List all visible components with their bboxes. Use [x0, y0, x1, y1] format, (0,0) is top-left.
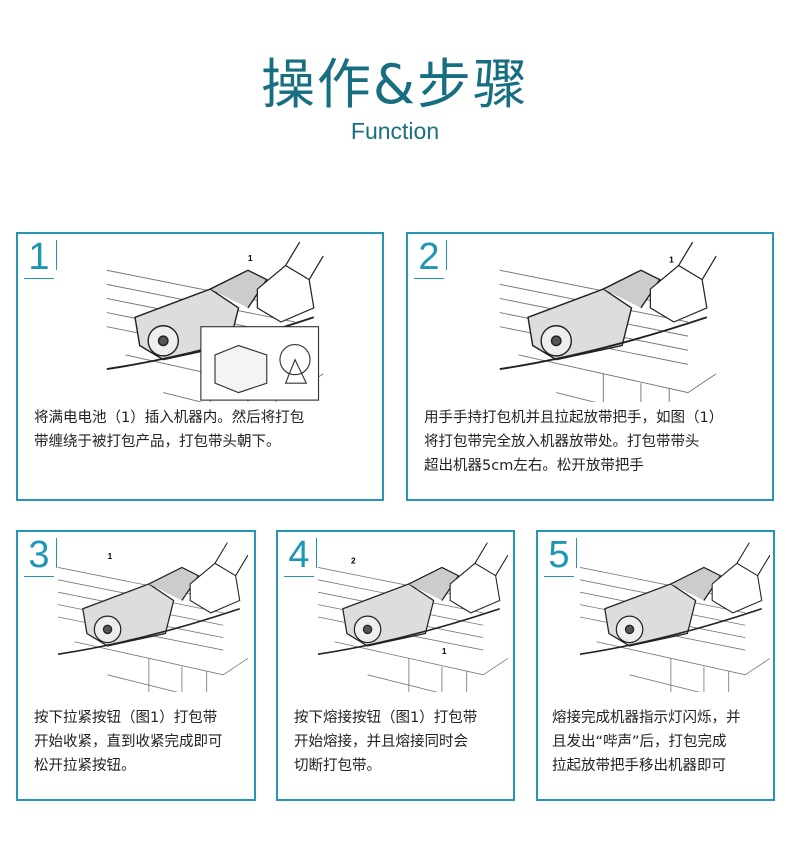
description-line: 拉起放带把手移出机器即可: [552, 758, 726, 774]
step-illustration: [580, 542, 770, 692]
step-description: 按下熔接按钮（图1）打包带 开始熔接，并且熔接同时会 切断打包带。: [294, 706, 477, 778]
page-subtitle: Function: [350, 118, 440, 144]
step-illustration: 1: [498, 242, 718, 402]
step-description: 熔接完成机器指示灯闪烁，并 且发出“哔声”后，打包完成 拉起放带把手移出机器即可: [552, 706, 741, 778]
step-illustration: 2 1: [318, 542, 508, 692]
callout-label: 1: [108, 552, 113, 561]
description-line: 带缠绕于被打包产品，打包带头朝下。: [34, 434, 281, 450]
divider: [316, 538, 317, 568]
description-line: 超出机器5cm左右。松开放带把手: [424, 458, 644, 474]
description-line: 切断打包带。: [294, 758, 381, 774]
step-number: 2: [414, 236, 444, 279]
description-line: 熔接完成机器指示灯闪烁，并: [552, 710, 741, 726]
step-4-card: 4 2 1 按下熔接按钮（图1）打包带 开始熔接，并且熔接同时会 切断打包带。: [276, 530, 515, 801]
step-description: 将满电电池（1）插入机器内。然后将打包 带缠绕于被打包产品，打包带头朝下。: [34, 406, 304, 454]
description-line: 按下拉紧按钮（图1）打包带: [34, 710, 218, 726]
description-line: 按下熔接按钮（图1）打包带: [294, 710, 478, 726]
callout-label: 1: [248, 253, 253, 263]
description-line: 将满电电池（1）插入机器内。然后将打包: [34, 410, 305, 426]
step-1-card: 1 1 将满电电池（1）插入机器内。然后将打包 带缠绕于被打包产品，打包带头朝下…: [16, 232, 384, 501]
callout-label: 2: [351, 556, 356, 565]
description-line: 将打包带完全放入机器放带处。打包带带头: [424, 434, 700, 450]
divider: [446, 240, 447, 270]
step-number: 3: [24, 534, 54, 577]
step-illustration: 1: [58, 542, 248, 692]
description-line: 开始收紧，直到收紧完成即可: [34, 734, 223, 750]
description-line: 开始熔接，并且熔接同时会: [294, 734, 468, 750]
page-title: 操作&步骤: [260, 53, 530, 116]
callout-label: 1: [442, 647, 447, 656]
step-2-card: 2 1 用手手持打包机并且拉起放带把手，如图（1） 将打包带完全放入机器放带处。…: [406, 232, 774, 501]
callout-label: 1: [669, 255, 674, 265]
step-description: 按下拉紧按钮（图1）打包带 开始收紧，直到收紧完成即可 松开拉紧按钮。: [34, 706, 223, 778]
description-line: 用手手持打包机并且拉起放带把手，如图（1）: [424, 410, 724, 426]
step-5-card: 5 熔接完成机器指示灯闪烁，并 且发出“哔声”后，打包完成 拉起放带把手移出机器…: [536, 530, 775, 801]
divider: [576, 538, 577, 568]
step-illustration: 1: [105, 242, 325, 402]
divider: [56, 240, 57, 270]
step-description: 用手手持打包机并且拉起放带把手，如图（1） 将打包带完全放入机器放带处。打包带带…: [424, 406, 723, 478]
divider: [56, 538, 57, 568]
step-number: 4: [284, 534, 314, 577]
step-number: 1: [24, 236, 54, 279]
step-number: 5: [544, 534, 574, 577]
description-line: 松开拉紧按钮。: [34, 758, 136, 774]
step-3-card: 3 1 按下拉紧按钮（图1）打包带 开始收紧，直到收紧完成即可 松开拉紧按钮。: [16, 530, 256, 801]
description-line: 且发出“哔声”后，打包完成: [552, 734, 727, 750]
